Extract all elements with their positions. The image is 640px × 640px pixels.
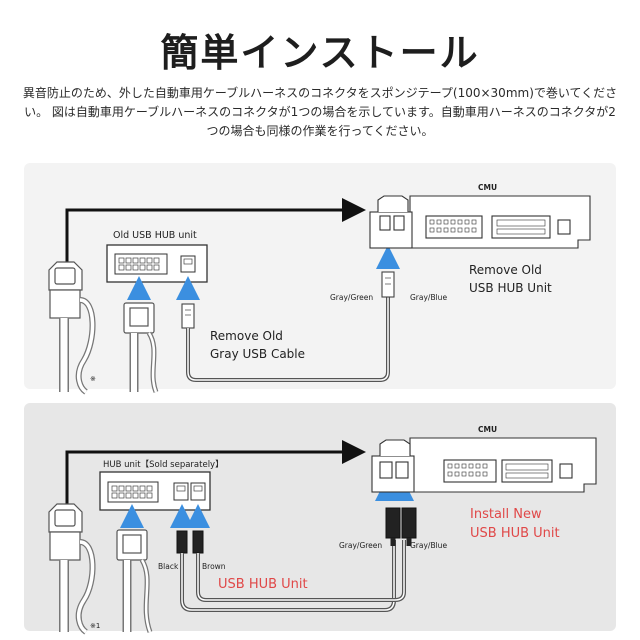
remove-unit-note-1: Remove Old [469,263,542,277]
black-cable-label: Black [158,562,179,571]
cmu-unit-new [371,437,597,493]
main-connector-new [116,529,153,633]
usb-cables-new [176,507,417,612]
instruction-text: 異音防止のため、外した自動車用ケーブルハーネスのコネクタをスポンジテープ(100… [22,86,618,138]
vehicle-harness-old [48,261,96,395]
wire-color-left-new: Gray/Green [339,541,382,550]
cmu-label-old: CMU [478,183,497,192]
main-connector-old [123,302,159,393]
old-panel-graphics: ※ Old USB HUB unit [48,183,591,395]
old-hub-label: Old USB HUB unit [113,230,197,241]
remove-cable-note-2: Gray USB Cable [210,347,305,361]
gray-usb-cable-old [181,271,395,382]
cmu-unit-old [369,195,591,249]
install-note-2: USB HUB Unit [470,526,560,541]
wire-color-right-new: Gray/Blue [410,541,447,550]
page-title: 簡単インストール [160,31,480,75]
old-hub-unit [106,244,208,283]
wire-color-right-old: Gray/Blue [410,293,447,302]
remove-cable-note-1: Remove Old [210,329,283,343]
cmu-label-new: CMU [478,425,497,434]
brown-cable-label: Brown [202,562,226,571]
remove-unit-note-2: USB HUB Unit [469,281,552,295]
wire-color-left-old: Gray/Green [330,293,373,302]
route-arrow-new [65,440,366,505]
new-hub-unit [99,471,211,511]
install-note-1: Install New [470,507,542,522]
vehicle-harness-new [48,503,96,635]
new-hub-label: HUB unit【Sold separately】 [103,460,224,470]
footnote-mark-new: ※1 [90,622,100,630]
footnote-mark-old: ※ [90,375,96,383]
route-arrow-old [65,198,366,262]
usb-hub-label: USB HUB Unit [218,577,308,592]
new-panel-graphics: ※1 HUB unit【Sold separately】 [48,425,597,635]
